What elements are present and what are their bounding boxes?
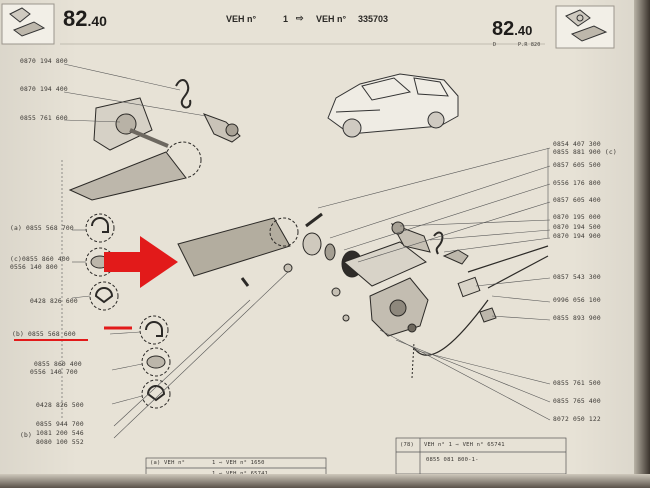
left-ref-3: 0855 761 600 (20, 115, 68, 122)
right-ref-8: 0870 194 900 (553, 233, 601, 240)
page-number-right: 82.40 (492, 18, 532, 41)
right-ref-14: 8072 050 122 (553, 416, 601, 423)
left-clip-parts (85, 213, 171, 409)
page-code-right-top: D (493, 42, 497, 48)
right-ref-2: 0855 881 900 (c) (553, 149, 617, 156)
footer-right-a: (78) (400, 442, 415, 448)
right-ref-11: 0855 893 900 (553, 315, 601, 322)
pedal-pad-upper (68, 151, 187, 201)
right-ref-9: 0857 543 300 (553, 274, 601, 281)
left-ref-8: 0855 860 400 (34, 361, 82, 368)
page-number-left: 82.40 (63, 6, 107, 32)
car-illustration (327, 73, 459, 138)
footer-right-a-text: VEH n° 1 ⇨ VEH n° 65741 (424, 442, 505, 448)
pedal-bracket-upper (93, 79, 241, 179)
page-number-right-minor: .40 (514, 23, 533, 38)
leader-lines-right (317, 147, 551, 421)
left-ref-7: (b) 0855 568 600 (12, 331, 76, 338)
right-ref-10: 0996 056 100 (553, 297, 601, 304)
page-number-left-major: 82 (63, 6, 88, 31)
right-upper-shaft (390, 221, 469, 265)
left-ref-5a: (c)0855 860 400 (10, 256, 70, 263)
left-ref-4: (a) 0855 568 700 (10, 225, 74, 232)
veh-from: 1 (283, 14, 289, 24)
cable-assembly (411, 245, 549, 379)
left-ref-6: 0428 826 600 (30, 298, 78, 305)
right-ref-6: 0870 195 000 (553, 214, 601, 221)
page-edge-shadow (634, 0, 650, 488)
left-ref-10: 0428 826 500 (36, 402, 84, 409)
veh-label-2: VEH n° (316, 14, 347, 24)
pedal-pad-main (177, 217, 299, 277)
left-ref-12: 1081 200 546 (36, 430, 84, 437)
red-arrow (104, 236, 178, 288)
footer-right-b: 0855 081 800-1- (426, 457, 479, 463)
page-number-right-major: 82 (492, 18, 515, 40)
right-ref-5: 0857 605 400 (553, 197, 601, 204)
page-code-right-bottom: P.R 820 (518, 42, 541, 48)
right-ref-4: 0556 176 800 (553, 180, 601, 187)
left-ref-13: 8080 100 552 (36, 439, 84, 446)
page-bottom-shadow (0, 474, 650, 488)
right-ref-13: 0855 765 400 (553, 398, 601, 405)
left-ref-2: 0870 194 400 (20, 86, 68, 93)
right-ref-1: 0854 407 300 (553, 141, 601, 148)
veh-to: 335703 (358, 14, 389, 24)
leader-lines-left (61, 63, 291, 439)
left-ref-11: 0855 944 700 (36, 421, 84, 428)
left-corner-logo (1, 3, 55, 45)
pedal-mount-bracket (343, 241, 429, 337)
right-ref-7: 0870 194 500 (553, 224, 601, 231)
left-ref-1: 0870 194 800 (20, 58, 68, 65)
right-ref-12: 0855 761 500 (553, 380, 601, 387)
footer-left-a: (a) VEH n° (150, 460, 186, 466)
footer-left-a-to: 1 ⇨ VEH n° 1650 (212, 460, 265, 466)
veh-label-1: VEH n° (226, 14, 257, 24)
left-ref-9: 0556 140 700 (30, 369, 78, 376)
veh-arrow: ⇨ (296, 13, 304, 23)
left-ref-5b: 0556 140 800 (10, 264, 58, 271)
right-ref-3: 0857 605 500 (553, 162, 601, 169)
right-corner-logo (555, 5, 615, 49)
left-ref-b-label: (b) (20, 432, 32, 439)
page-number-left-minor: .40 (87, 13, 107, 29)
